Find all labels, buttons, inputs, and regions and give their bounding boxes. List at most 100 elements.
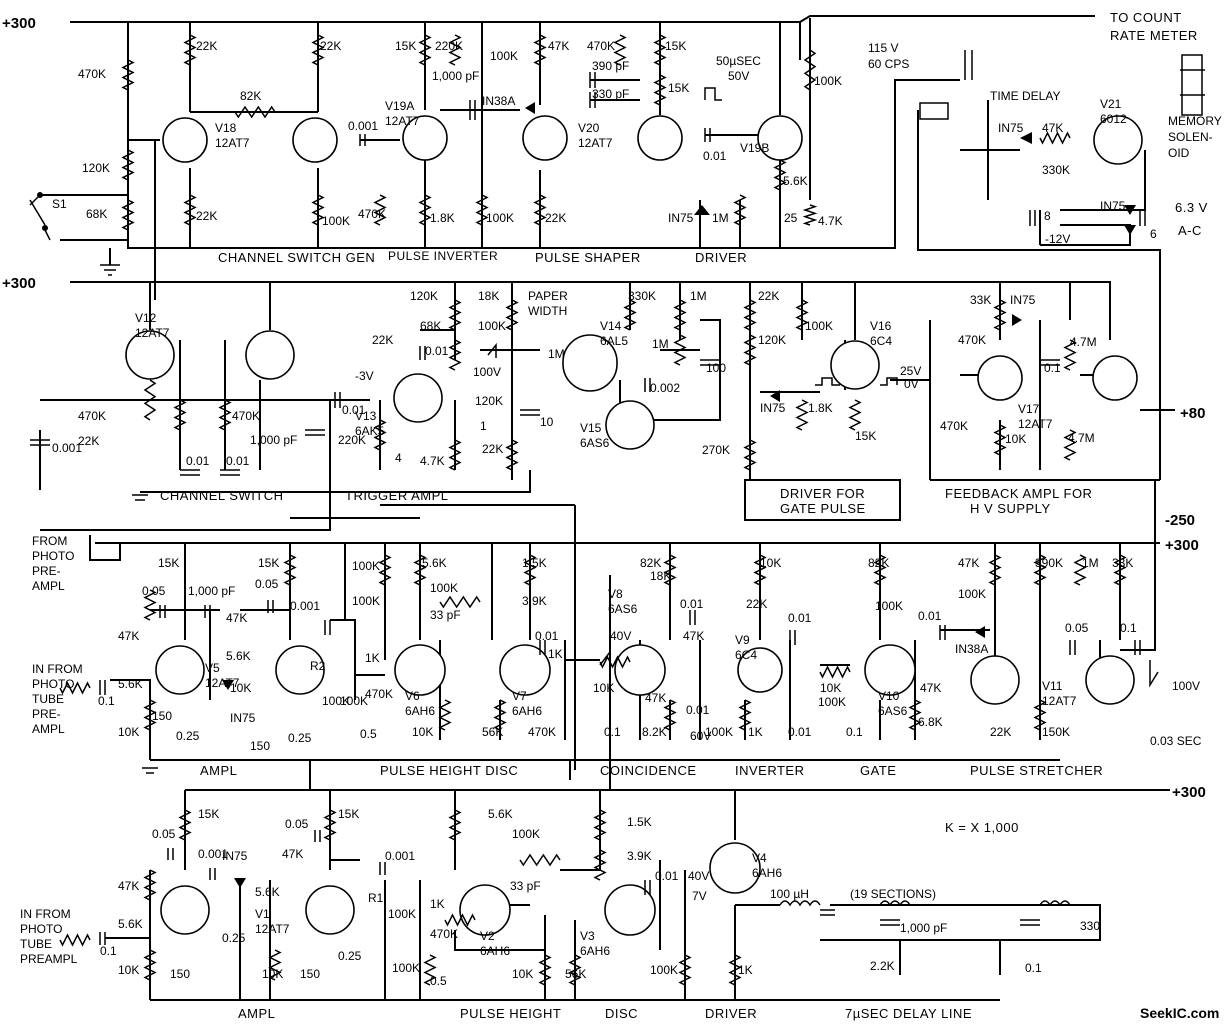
label-from-photo-preampl: FROM PHOTO PRE- AMPL [32, 534, 74, 593]
tube-v16-name: V16 [870, 319, 892, 333]
component-row3-value-11: 47K [226, 611, 247, 625]
component-row4-value-9: IN75 [222, 849, 248, 863]
tube-v1-type: 12AT7 [255, 922, 290, 936]
component-row3-value-3: 47K [118, 629, 139, 643]
label-mains-freq: 60 CPS [868, 57, 909, 71]
resistor-symbol [988, 554, 1002, 586]
component-row2-value-32: 120K [758, 333, 786, 347]
resistor-symbol [663, 699, 677, 731]
component-row3-value-72: 0.03 SEC [1150, 734, 1202, 748]
resistor-symbol [183, 34, 197, 66]
tube-v19b-name: V19B [740, 141, 769, 155]
resistor-symbol [143, 699, 157, 731]
label-mains-voltage: 115 V [868, 41, 898, 55]
component-row2-value-28: 1M [652, 337, 669, 351]
resistor-symbol [418, 34, 432, 66]
component-row3-value-16: 0.25 [288, 731, 312, 745]
component-row4-value-28: 56K [565, 967, 586, 981]
component-row1-value-31: 25 [784, 211, 798, 225]
label-rate-meter: RATE METER [1110, 28, 1198, 43]
component-row3-value-34: 470K [528, 725, 556, 739]
resistor-symbol [819, 665, 851, 679]
svg-text:IN FROM: IN FROM [32, 662, 83, 676]
rail-p80: +80 [1180, 405, 1205, 422]
component-row3-value-49: 0.01 [788, 611, 812, 625]
section-pulse-height-disc-row3: PULSE HEIGHT DISC [380, 763, 518, 778]
component-row4-value-25: 100K [512, 827, 540, 841]
section-pulse-height-row4: PULSE HEIGHT [460, 1006, 561, 1021]
resistor-symbol [218, 399, 232, 431]
component-row3-value-69: 22K [990, 725, 1011, 739]
misc-symbols [29, 50, 1205, 945]
resistor-symbol [753, 554, 767, 586]
tube-v7-name: V7 [512, 689, 527, 703]
resistor-symbol [323, 809, 337, 841]
component-row3-value-52: 10K [760, 556, 781, 570]
component-row2-value-27: 1M [690, 289, 707, 303]
section-driver-row4: DRIVER [705, 1006, 757, 1021]
tube-v17-type: 12AT7 [1018, 417, 1053, 431]
tube-v18-name: V18 [215, 121, 237, 135]
svg-text:PHOTO: PHOTO [32, 677, 74, 691]
section-driver-top: DRIVER [695, 250, 747, 265]
component-row3-value-29: 10K [412, 725, 433, 739]
resistor-symbol [663, 554, 677, 586]
component-row1-value-7: 22K [196, 209, 217, 223]
component-row3-value-70: 150K [1042, 725, 1070, 739]
resistor-symbol [448, 299, 462, 331]
component-row4-value-24: 5.6K [488, 807, 513, 821]
resistor-symbol [378, 554, 392, 586]
component-row3-value-35: 1K [548, 647, 563, 661]
tube-v12-type: 12AT7 [135, 326, 170, 340]
resistor-symbol [143, 589, 157, 621]
component-row2-value-4: 470K [232, 409, 260, 423]
tube-v13-name: V13 [355, 409, 377, 423]
component-row2-value-43: 0.1 [1044, 361, 1061, 375]
component-row2-value-26: 330K [628, 289, 656, 303]
component-row3-value-10: 0.05 [255, 577, 279, 591]
component-row4-value-40: 0.1 [1025, 961, 1042, 975]
resistor-symbol [493, 699, 507, 731]
component-row3-value-59: 47K [920, 681, 941, 695]
component-row2-value-40: 33K [970, 293, 991, 307]
tube-v5-name: V5 [205, 661, 220, 675]
component-row4-value-18: R1 [368, 891, 384, 905]
svg-text:IN FROM: IN FROM [20, 907, 71, 921]
component-row2-value-19: 100K [478, 319, 506, 333]
resistor-symbol [1073, 554, 1087, 586]
section-pulse-inverter: PULSE INVERTER [388, 249, 498, 263]
component-row3-value-12: 5.6K [226, 649, 251, 663]
resistor-symbol [673, 299, 687, 331]
tube-v19a-name: V19A [385, 99, 414, 113]
component-row1-value-20: 330 pF [592, 87, 629, 101]
tube-v12-name: V12 [135, 311, 157, 325]
component-row4-value-27: 10K [512, 967, 533, 981]
wiring [39, 15, 1175, 1001]
component-row2-value-18: 18K [478, 289, 499, 303]
resistor-symbol [873, 554, 887, 586]
component-row3-value-18: 100K [352, 559, 380, 573]
component-row4-value-17: 0.001 [385, 849, 415, 863]
tube-v10-name: V10 [878, 689, 900, 703]
component-row2-value-46: 10K [1005, 432, 1026, 446]
resistor-symbol [802, 204, 818, 226]
tube-v11-name: V11 [1042, 679, 1063, 693]
component-row1-value-14: 1.8K [430, 211, 455, 225]
component-row4-value-14: 10K [262, 967, 283, 981]
component-row1-value-33: 4.7K [818, 214, 843, 228]
component-row1-value-16: IN38A [482, 94, 515, 108]
resistor-symbols [59, 34, 1127, 986]
resistor-symbol [519, 853, 561, 867]
component-row2-value-21: WIDTH [528, 304, 567, 318]
resistor-symbol [653, 74, 667, 106]
tube-v7-type: 6AH6 [512, 704, 542, 718]
svg-text:TUBE: TUBE [32, 692, 64, 706]
component-row3-value-67: 0.05 [1065, 621, 1089, 635]
tube-v20-name: V20 [578, 121, 600, 135]
resistor-symbol [743, 439, 757, 471]
component-row4-value-41: 330 [1080, 919, 1100, 933]
component-row4-value-29: 1.5K [627, 815, 652, 829]
component-row4-value-37: (19 SECTIONS) [850, 887, 936, 901]
component-row3-value-68: 0.1 [1120, 621, 1137, 635]
tube-v18-type: 12AT7 [215, 136, 250, 150]
